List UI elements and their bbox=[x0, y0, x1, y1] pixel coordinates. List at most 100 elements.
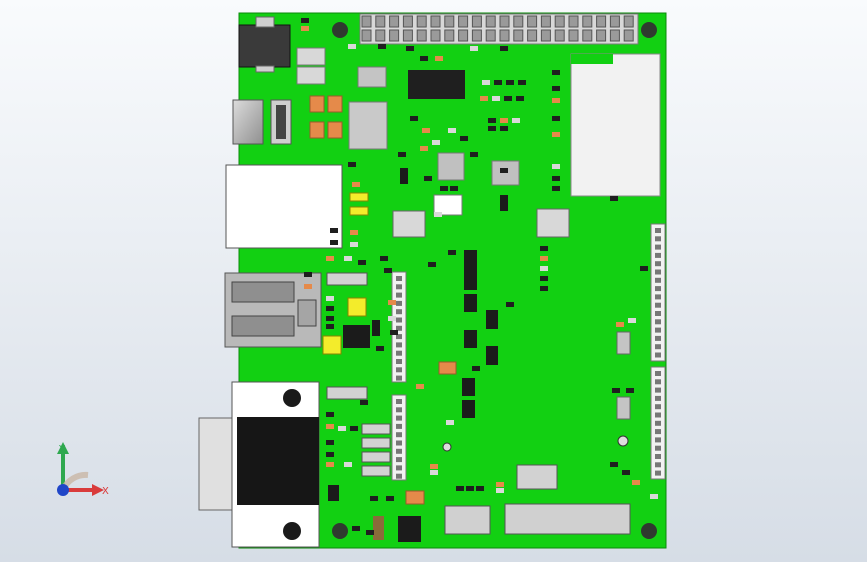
header-pin bbox=[623, 29, 634, 42]
micro-usb-port[interactable] bbox=[232, 99, 264, 145]
passive-component bbox=[460, 136, 468, 141]
passive-component bbox=[552, 116, 560, 121]
passive-component bbox=[330, 240, 338, 245]
capacitors-orange bbox=[309, 95, 457, 505]
header-pin bbox=[540, 29, 551, 42]
passive-component bbox=[540, 276, 548, 281]
passive-component bbox=[540, 286, 548, 291]
header-pin bbox=[655, 470, 661, 476]
passive-component bbox=[488, 118, 496, 123]
header-pins bbox=[396, 228, 661, 479]
passive-component bbox=[370, 496, 378, 501]
passive-component bbox=[338, 426, 346, 431]
passive-component bbox=[650, 494, 658, 499]
header-pin bbox=[471, 29, 482, 42]
passive-component bbox=[612, 388, 620, 393]
header-pin bbox=[655, 395, 661, 401]
header-pin bbox=[623, 15, 634, 28]
passive-component bbox=[350, 242, 358, 247]
passive-component bbox=[326, 324, 334, 329]
header-pin bbox=[396, 317, 402, 323]
sd-card-slot[interactable] bbox=[570, 53, 661, 197]
header-pin bbox=[655, 462, 661, 468]
passive-component bbox=[350, 230, 358, 235]
passive-component bbox=[430, 470, 438, 475]
fpc-connectors[interactable] bbox=[444, 503, 631, 535]
passive-component bbox=[326, 440, 334, 445]
header-pin bbox=[655, 244, 661, 250]
header-pin bbox=[655, 252, 661, 258]
passive-component bbox=[476, 486, 484, 491]
header-pin bbox=[596, 15, 607, 28]
header-pin bbox=[396, 276, 402, 281]
mounting-hole bbox=[332, 22, 348, 38]
passive-component bbox=[496, 488, 504, 493]
passive-component bbox=[466, 486, 474, 491]
passive-component bbox=[304, 284, 312, 289]
passive-component bbox=[301, 18, 309, 23]
passive-component bbox=[390, 330, 398, 335]
passive-component bbox=[622, 470, 630, 475]
header-pin bbox=[655, 387, 661, 393]
passive-component bbox=[512, 118, 520, 123]
passive-component bbox=[352, 182, 360, 187]
vga-connector[interactable] bbox=[198, 381, 320, 548]
header-pin bbox=[655, 420, 661, 426]
header-pin bbox=[396, 423, 402, 429]
passive-component bbox=[552, 70, 560, 75]
passive-component bbox=[388, 300, 396, 305]
header-pin bbox=[655, 311, 661, 316]
ethernet-port[interactable] bbox=[225, 164, 343, 249]
header-pin bbox=[655, 404, 661, 410]
passive-component bbox=[610, 196, 618, 201]
passive-component bbox=[352, 526, 360, 531]
header-pin bbox=[416, 29, 427, 42]
header-pin bbox=[655, 412, 661, 418]
passive-component bbox=[440, 186, 448, 191]
header-pin bbox=[655, 371, 661, 376]
header-pin bbox=[513, 29, 524, 42]
header-pin bbox=[554, 15, 565, 28]
passive-components bbox=[301, 18, 658, 535]
passive-component bbox=[472, 366, 480, 371]
passive-component bbox=[446, 420, 454, 425]
passive-component bbox=[488, 126, 496, 131]
passive-component bbox=[388, 316, 396, 321]
passive-component bbox=[326, 424, 334, 429]
axis-y-label: Y bbox=[59, 444, 66, 455]
mounting-hole bbox=[641, 523, 657, 539]
header-pin bbox=[396, 309, 402, 315]
passive-component bbox=[428, 262, 436, 267]
header-pin bbox=[540, 15, 551, 28]
header-pin bbox=[655, 236, 661, 242]
passive-component bbox=[420, 56, 428, 61]
passive-component bbox=[344, 256, 352, 261]
header-pin bbox=[396, 415, 402, 421]
passive-component bbox=[376, 346, 384, 351]
header-pin bbox=[396, 448, 402, 454]
passive-component bbox=[384, 268, 392, 273]
header-pin bbox=[396, 350, 402, 356]
header-pin bbox=[458, 15, 469, 28]
passive-component bbox=[616, 322, 624, 327]
passive-component bbox=[348, 162, 356, 167]
header-pin bbox=[396, 473, 402, 479]
header-pin bbox=[389, 29, 400, 42]
passive-component bbox=[360, 400, 368, 405]
jumper-blocks[interactable] bbox=[326, 272, 558, 490]
inductor bbox=[296, 66, 326, 85]
header-pin bbox=[430, 29, 441, 42]
passive-component bbox=[504, 96, 512, 101]
passive-component bbox=[540, 266, 548, 271]
header-pin bbox=[655, 327, 661, 333]
passive-component bbox=[640, 266, 648, 271]
header-pin bbox=[396, 342, 402, 348]
passive-component bbox=[432, 140, 440, 145]
header-pin bbox=[416, 15, 427, 28]
axis-triad bbox=[57, 442, 104, 496]
passive-component bbox=[326, 412, 334, 417]
passive-component bbox=[326, 306, 334, 311]
header-pin bbox=[582, 15, 593, 28]
